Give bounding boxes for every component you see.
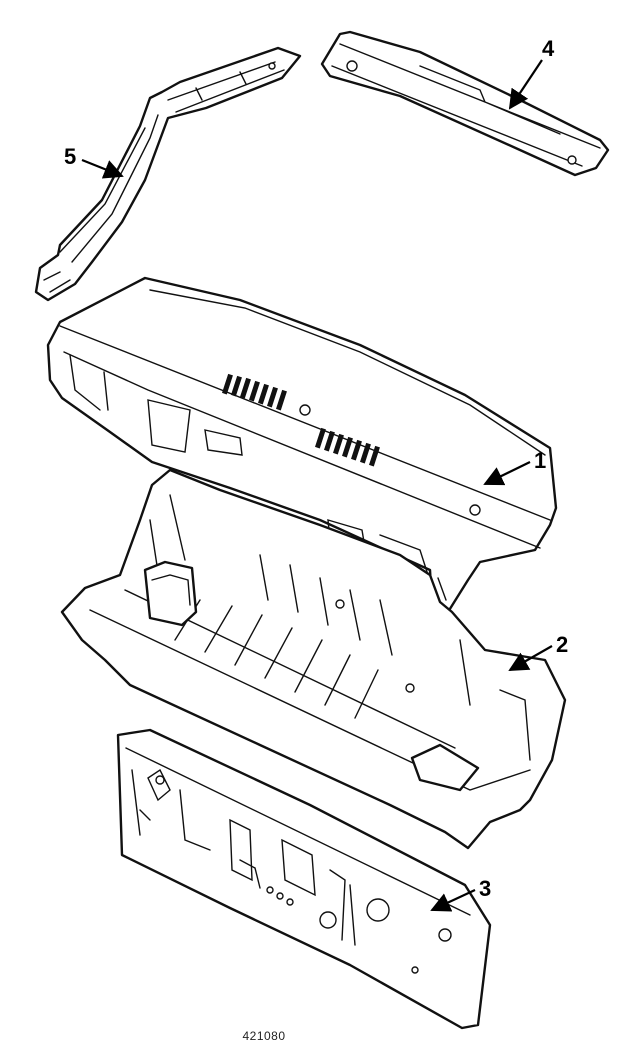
vent-slots-left [222, 373, 287, 411]
leader-4 [508, 59, 543, 110]
part-pillar [34, 46, 302, 302]
part-floor-pan [60, 468, 567, 850]
leader-3 [430, 889, 476, 912]
part-cowl-top-panel [46, 276, 558, 614]
part-dash-panel [116, 728, 492, 1030]
part-upper-rail [320, 30, 610, 177]
callout-5: 5 [64, 144, 76, 169]
leader-1 [483, 461, 531, 486]
callout-1: 1 [534, 448, 546, 473]
callout-4: 4 [542, 36, 555, 61]
leader-5 [81, 158, 124, 179]
callout-2: 2 [556, 632, 568, 657]
callout-3: 3 [479, 876, 491, 901]
catalog-number: 421080 [242, 1029, 285, 1043]
leader-2 [508, 645, 553, 671]
vent-slots-right [315, 427, 380, 467]
